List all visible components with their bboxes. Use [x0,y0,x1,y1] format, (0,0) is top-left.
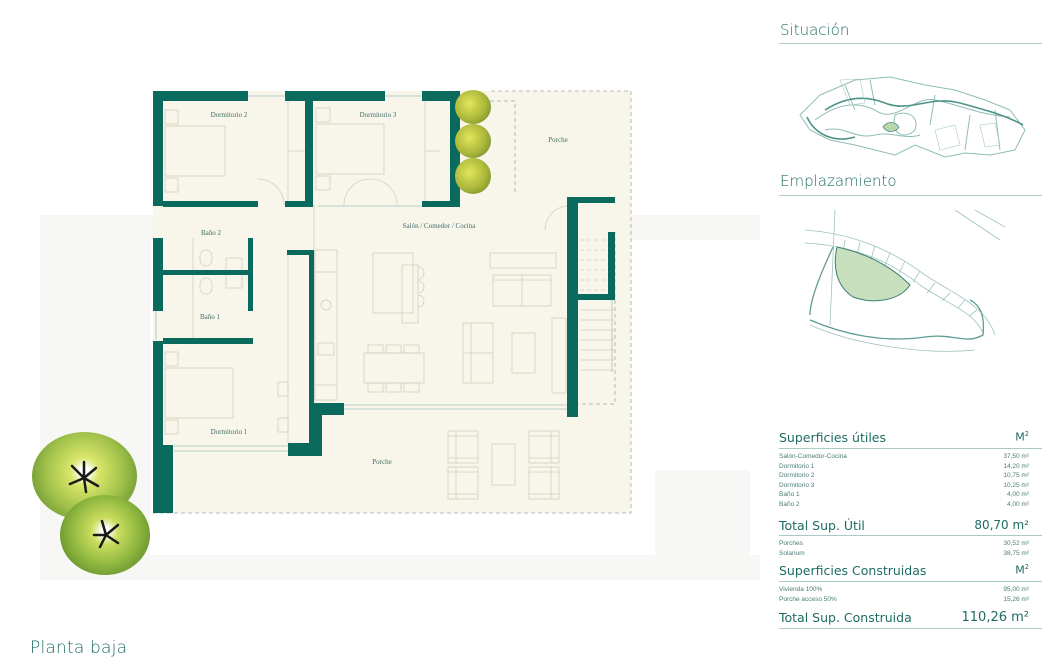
unit-label: M2 [1015,430,1029,444]
row-value: 38,75 m² [1003,549,1029,557]
row-value: 15,26 m² [1003,595,1029,603]
superficies-utiles-rows: Salón-Comedor-Cocina 37,50 m² Dormitorio … [779,452,1029,510]
unit-sup: 2 [1024,430,1029,438]
emplazamiento-highlight [834,246,911,302]
row-value: 4,00 m² [1006,491,1029,499]
room-label-dormitorio-3: Dormitorio 3 [359,111,397,119]
row-value: 14,20 m² [1003,462,1029,470]
row-label: Solarium [779,549,805,557]
row-label: Salón-Comedor-Cocina [779,453,847,460]
room-label-bano-1: Baño 1 [199,313,221,321]
row-value: 10,25 m² [1003,481,1029,489]
superficies-construidas-header: Superficies Construidas M2 [779,563,1029,578]
shrub-icon [455,90,491,124]
room-label-dormitorio-1: Dormitorio 1 [210,428,248,436]
row-label: Baño 2 [779,500,800,508]
total-value: 110,26 m² [961,610,1030,625]
room-label-salon: Salón / Comedor / Cocina [402,222,476,230]
total-label: Total Sup. Útil [779,518,865,533]
floor-plan: Dormitorio 2 Dormitorio 3 Porche Salón /… [30,90,632,658]
floor-plan-drawing [153,90,632,514]
divider [779,448,1042,449]
row-label: Vivienda 100% [779,586,823,593]
superficies-construidas-title: Superficies Construidas [779,563,927,578]
superficies-construidas-rows: Vivienda 100% 95,00 m² Porche acceso 50% 1… [779,585,1029,604]
superficies-utiles-header: Superficies útiles M2 [779,430,1029,445]
row-label: Dormitorio 1 [779,462,815,470]
row-value: 4,00 m² [1006,500,1029,508]
table-row: Solarium 38,75 m² [779,549,1029,559]
divider [779,535,1042,536]
table-row: Dormitorio 2 10,75 m² [779,471,1029,481]
table-row: Porche acceso 50% 15,26 m² [779,595,1029,605]
divider [779,43,1042,44]
row-label: Baño 1 [779,491,800,499]
row-label: Dormitorio 2 [779,472,815,480]
unit-text: M [1015,563,1025,577]
table-row: Vivienda 100% 95,00 m² [779,585,1029,595]
row-value: 10,75 m² [1003,472,1029,480]
row-value: 95,00 m² [1003,586,1029,593]
table-row: Baño 1 4,00 m² [779,490,1029,500]
table-row: Dormitorio 1 14,20 m² [779,462,1029,472]
divider [779,195,1042,196]
row-label: Dormitorio 3 [779,481,815,489]
divider [779,628,1042,629]
room-label-porche-top: Porche [548,136,568,144]
watermark-shape [40,555,760,580]
emplazamiento-title: Emplazamiento [780,172,897,190]
shrub-icon [455,158,491,194]
row-value: 30,52 m² [1003,540,1029,547]
situacion-map [799,76,1026,158]
total-value: 80,70 m² [974,518,1029,532]
tree-trunk-icon [92,519,120,549]
total-label: Total Sup. Construida [779,610,912,625]
table-row: Baño 2 4,00 m² [779,500,1029,510]
unit-label: M2 [1015,563,1029,577]
total-sup-construida: Total Sup. Construida 110,26 m² [779,610,1029,625]
room-label-porche-bottom: Porche [372,458,392,466]
table-row: Porches 30,52 m² [779,539,1029,549]
row-label: Porches [779,540,803,547]
room-label-bano-2: Baño 2 [200,229,222,237]
emplazamiento-map [805,209,1006,352]
table-row: Salón-Comedor-Cocina 37,50 m² [779,452,1029,462]
superficies-utiles-title: Superficies útiles [779,430,886,445]
situacion-title: Situación [780,21,850,39]
row-label: Porche acceso 50% [779,595,837,603]
total-sup-util: Total Sup. Útil 80,70 m² [779,518,1029,533]
table-row: Dormitorio 3 10,25 m² [779,481,1029,491]
unit-sup: 2 [1024,563,1029,571]
row-value: 37,50 m² [1003,453,1029,460]
shrub-icon [455,124,491,158]
exteriores-rows: Porches 30,52 m² Solarium 38,75 m² [779,539,1029,558]
unit-text: M [1015,430,1025,444]
room-label-dormitorio-2: Dormitorio 2 [210,111,248,119]
tree-trunk-icon [68,460,100,494]
divider [779,581,1042,582]
plan-title: Planta baja [30,638,128,658]
situacion-highlight [882,122,900,132]
